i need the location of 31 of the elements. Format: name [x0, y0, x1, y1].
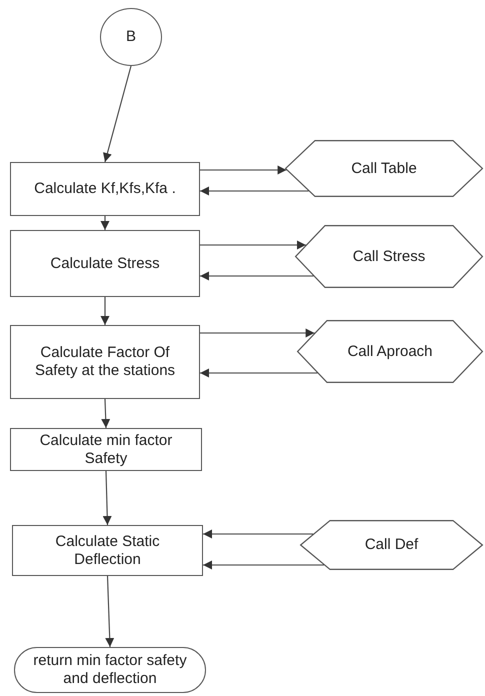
arrow	[105, 576, 114, 648]
arrow	[200, 328, 315, 338]
arrow	[102, 470, 112, 526]
arrow	[103, 66, 132, 162]
arrow	[200, 368, 318, 378]
node-label: return min factor safety and deflection	[32, 652, 188, 688]
arrow	[200, 240, 306, 250]
process-box	[10, 428, 202, 471]
arrow	[200, 166, 287, 174]
node-label: Call Stress	[352, 248, 426, 266]
arrow	[101, 398, 110, 428]
node-label: Calculate min factor Safety	[38, 432, 174, 468]
arrow	[203, 530, 314, 538]
node-label: Call Table	[351, 160, 417, 178]
arrow	[100, 216, 110, 230]
node-label: Call Def	[364, 536, 418, 554]
node-label: Calculate Kf,Kfs,Kfa .	[34, 180, 176, 198]
terminal-box	[14, 647, 206, 693]
node-label: B	[126, 28, 136, 46]
process-box	[10, 325, 200, 399]
process-box	[12, 525, 203, 576]
arrow	[200, 186, 309, 196]
process-box	[10, 230, 200, 297]
node-label: Calculate Stress	[50, 254, 160, 272]
process-box	[10, 162, 200, 216]
node-label: Call Aproach	[347, 342, 433, 360]
arrow	[203, 560, 324, 570]
arrow	[100, 297, 110, 325]
arrow	[200, 272, 314, 280]
node-label: Calculate Static Deflection	[54, 532, 161, 568]
node-label: Calculate Factor Of Safety at the stations	[34, 344, 176, 380]
